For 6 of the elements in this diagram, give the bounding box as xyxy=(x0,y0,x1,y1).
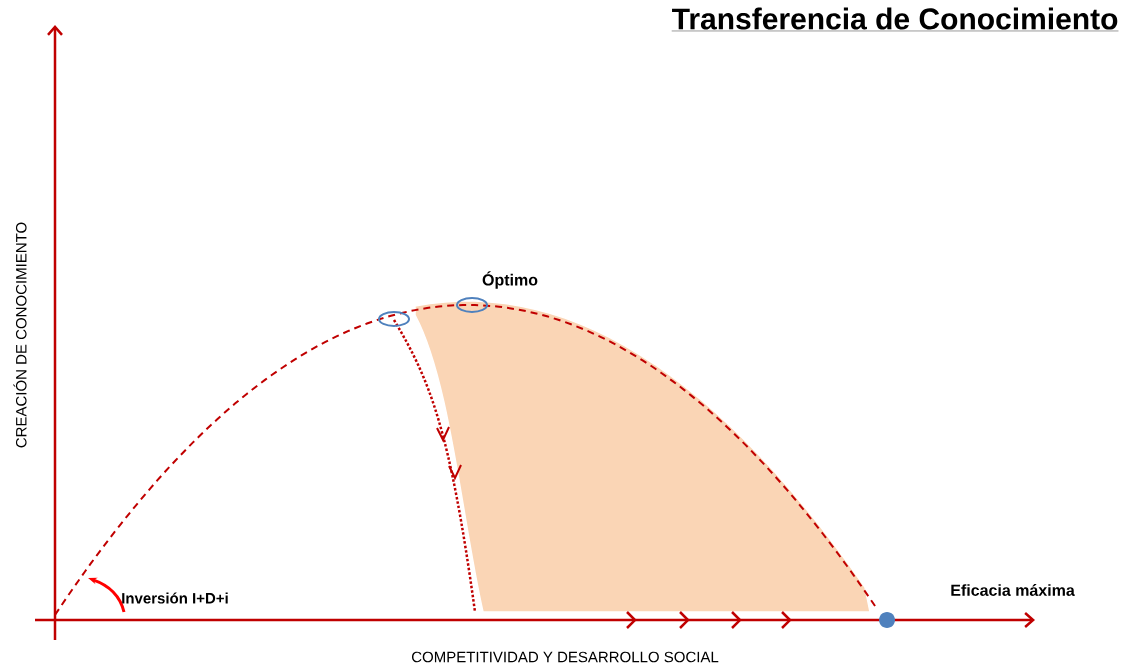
point-label: Inversión I+D+i xyxy=(122,592,228,604)
axis-label: COMPETITIVIDAD Y DESARROLLO SOCIAL xyxy=(412,651,719,663)
title: Transferencia de Conocimiento xyxy=(671,7,1119,32)
point-label: Eficacia máxima xyxy=(951,584,1075,596)
axis-label: CREACIÓN DE CONOCIMIENTO xyxy=(13,222,27,448)
point-label: Óptimo xyxy=(482,271,538,289)
